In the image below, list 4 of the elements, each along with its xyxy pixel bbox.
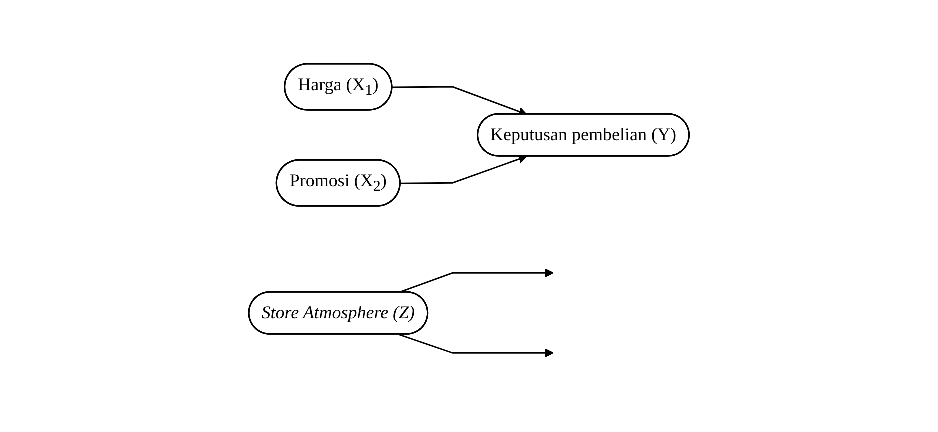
arrow	[398, 268, 554, 294]
arrow	[392, 86, 528, 116]
arrow	[400, 155, 528, 184]
arrow	[398, 334, 554, 358]
